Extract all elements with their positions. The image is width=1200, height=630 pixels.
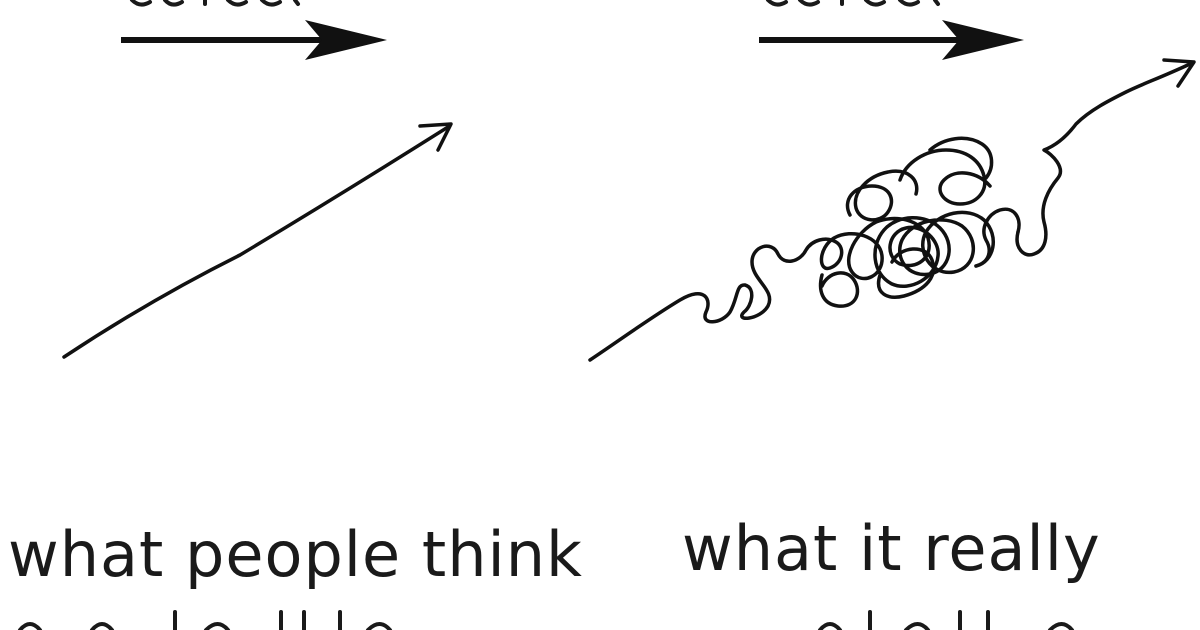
right-caption: what it really bbox=[682, 512, 1101, 585]
top-clipped-lettering-left bbox=[130, 0, 300, 7]
straight-path-arrow bbox=[62, 122, 453, 359]
right-top-arrow-icon bbox=[759, 20, 1024, 60]
top-clipped-lettering-right bbox=[766, 0, 940, 7]
left-caption: what people think bbox=[8, 518, 583, 591]
squiggly-path-arrow bbox=[588, 58, 1196, 362]
left-top-arrow-icon bbox=[121, 20, 387, 60]
